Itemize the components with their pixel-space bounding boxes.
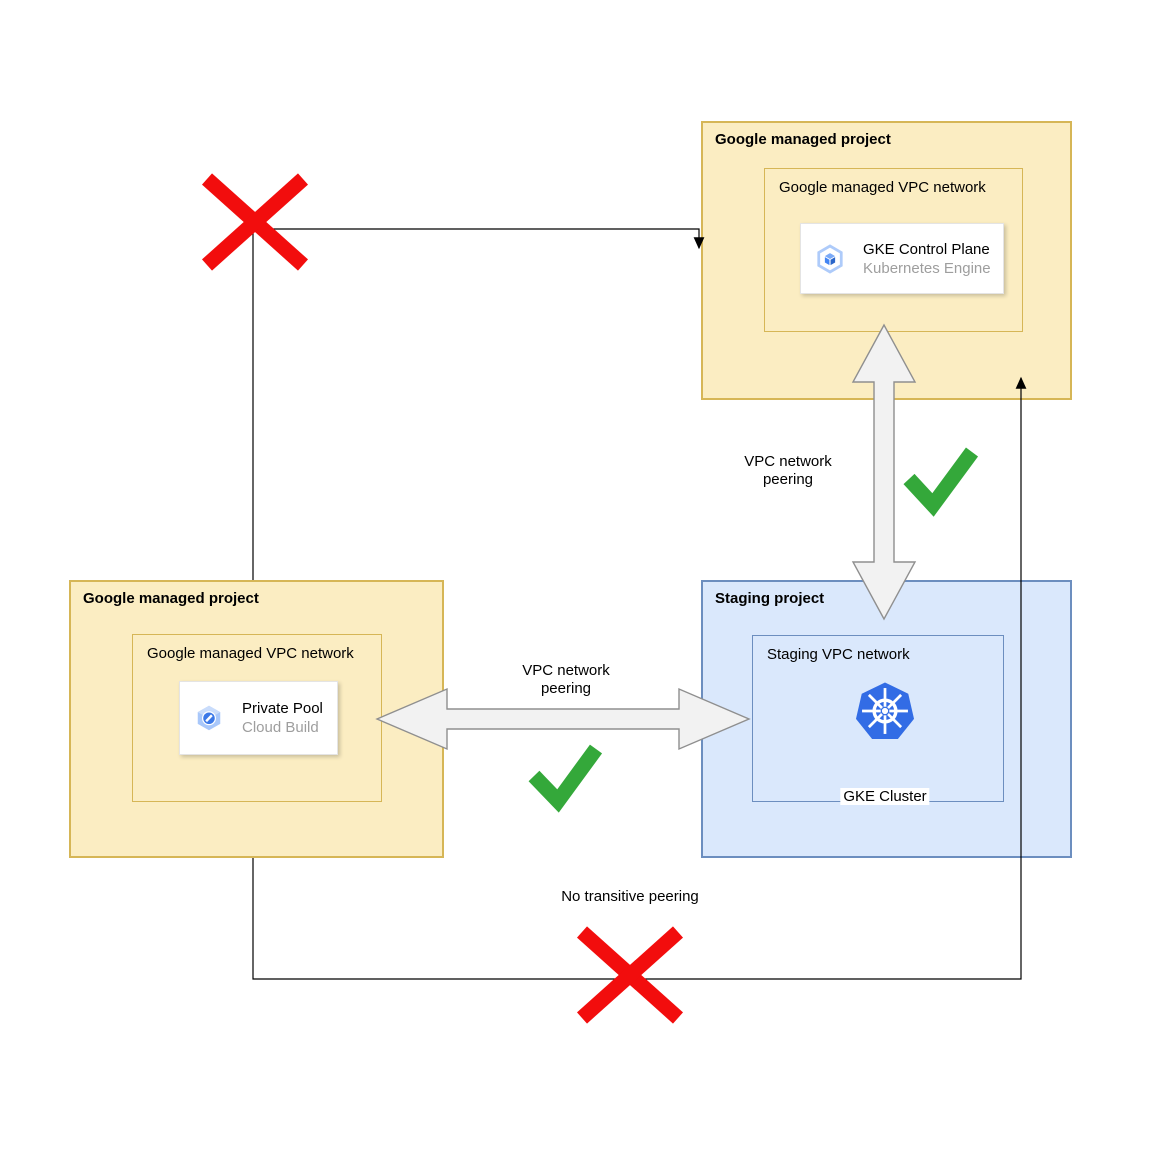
- kubernetes-cluster-icon: [855, 682, 915, 740]
- green-check-icon: [528, 744, 603, 813]
- gke-control-plane-card: GKE Control Plane Kubernetes Engine: [800, 223, 1004, 294]
- card-text: GKE Control Plane Kubernetes Engine: [863, 240, 991, 278]
- vpc-peering-label-vertical: VPC network peering: [744, 453, 832, 488]
- card-subtitle: Kubernetes Engine: [863, 259, 991, 277]
- project-title: Staging project: [715, 590, 825, 607]
- vpc-peering-label-horizontal: VPC network peering: [522, 662, 610, 697]
- cloud-build-icon: [197, 705, 221, 731]
- red-x-icon: [201, 173, 309, 271]
- network-title: Google managed VPC network: [779, 179, 986, 196]
- green-check-icon: [903, 447, 979, 517]
- connector-left-to-top: [252, 228, 705, 580]
- project-title: Google managed project: [715, 131, 891, 148]
- google-managed-project-left: Google managed project Google managed VP…: [69, 580, 444, 858]
- card-subtitle: Cloud Build: [242, 719, 319, 736]
- gke-cluster-label: GKE Cluster: [840, 788, 930, 805]
- project-title: Google managed project: [83, 590, 259, 607]
- network-title: Google managed VPC network: [147, 645, 354, 662]
- private-pool-card: Private Pool Cloud Build: [179, 681, 338, 755]
- card-title: Private Pool: [242, 700, 323, 717]
- gke-cluster: GKE Cluster: [840, 680, 930, 805]
- google-managed-vpc-network-left: Google managed VPC network Private Pool …: [132, 634, 382, 802]
- kubernetes-engine-icon: [817, 243, 843, 274]
- no-transitive-peering-label: No transitive peering: [561, 888, 699, 905]
- card-title: GKE Control Plane: [863, 240, 990, 258]
- card-text: Private Pool Cloud Build: [242, 699, 323, 737]
- network-title: Staging VPC network: [767, 646, 910, 663]
- staging-vpc-network: Staging VPC network: [752, 635, 1004, 805]
- google-managed-vpc-network-top: Google managed VPC network GKE Control P…: [764, 168, 1023, 332]
- staging-project: Staging project Staging VPC network: [701, 580, 1072, 858]
- google-managed-project-top: Google managed project Google managed VP…: [701, 121, 1072, 400]
- red-x-icon: [576, 926, 684, 1024]
